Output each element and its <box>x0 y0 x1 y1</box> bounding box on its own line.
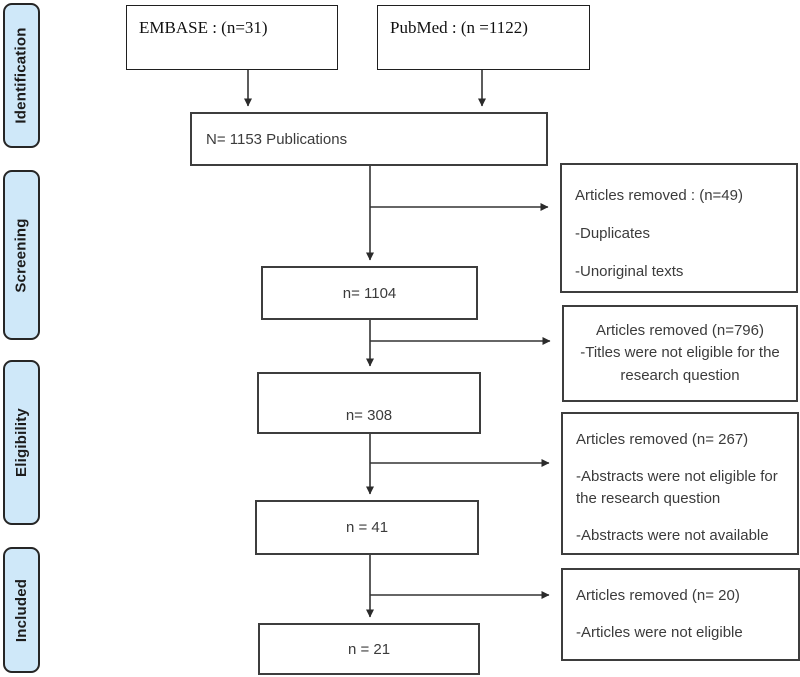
removal-reason: -Abstracts were not available <box>576 526 769 544</box>
flow-box-total-publications-label: N= 1153 Publications <box>206 130 348 148</box>
flow-box-total-publications: N= 1153 Publications <box>190 112 548 166</box>
removal-box-duplicates-title: Articles removed : (n=49) <box>575 187 743 204</box>
stage-included-label: Included <box>13 578 30 642</box>
removal-reason: -Titles were not eligible for the resear… <box>580 344 780 384</box>
source-box-pubmed: PubMed : (n =1122) <box>377 5 590 70</box>
stage-screening: Screening <box>3 170 40 340</box>
removal-box-fulltext-title: Articles removed (n= 20) <box>576 587 740 604</box>
stage-identification-label: Identification <box>13 27 31 124</box>
stage-eligibility-label: Eligibility <box>13 408 30 477</box>
removal-reason: -Abstracts were not eligible for the res… <box>576 468 778 507</box>
removal-reason: -Duplicates <box>575 225 651 242</box>
flow-box-included: n = 21 <box>258 623 480 675</box>
removal-reason: -Articles were not eligible <box>576 624 743 642</box>
removal-box-duplicates: Articles removed : (n=49) -Duplicates -U… <box>560 163 798 293</box>
removal-reason: -Unoriginal texts <box>575 263 684 280</box>
stage-identification: Identification <box>3 3 40 148</box>
flow-box-after-abstracts-label: n = 41 <box>345 519 389 536</box>
stage-screening-label: Screening <box>13 217 31 293</box>
stage-included: Included <box>3 547 40 673</box>
flow-box-after-duplicates: n= 1104 <box>261 266 478 320</box>
flow-box-after-abstracts: n = 41 <box>255 500 479 555</box>
flow-box-after-titles-label: n= 308 <box>345 407 393 424</box>
removal-box-abstracts: Articles removed (n= 267) -Abstracts wer… <box>561 412 799 555</box>
flow-box-after-titles: n= 308 <box>257 372 481 434</box>
removal-box-titles-title: Articles removed (n=796) <box>596 321 764 339</box>
removal-box-abstracts-title: Articles removed (n= 267) <box>576 431 749 448</box>
removal-box-fulltext: Articles removed (n= 20) -Articles were … <box>561 568 800 661</box>
stage-eligibility: Eligibility <box>3 360 40 525</box>
flow-box-after-duplicates-label: n= 1104 <box>342 284 397 302</box>
flow-box-included-label: n = 21 <box>347 640 391 658</box>
source-box-embase: EMBASE : (n=31) <box>126 5 338 70</box>
removal-box-titles: Articles removed (n=796) -Titles were no… <box>562 305 798 402</box>
